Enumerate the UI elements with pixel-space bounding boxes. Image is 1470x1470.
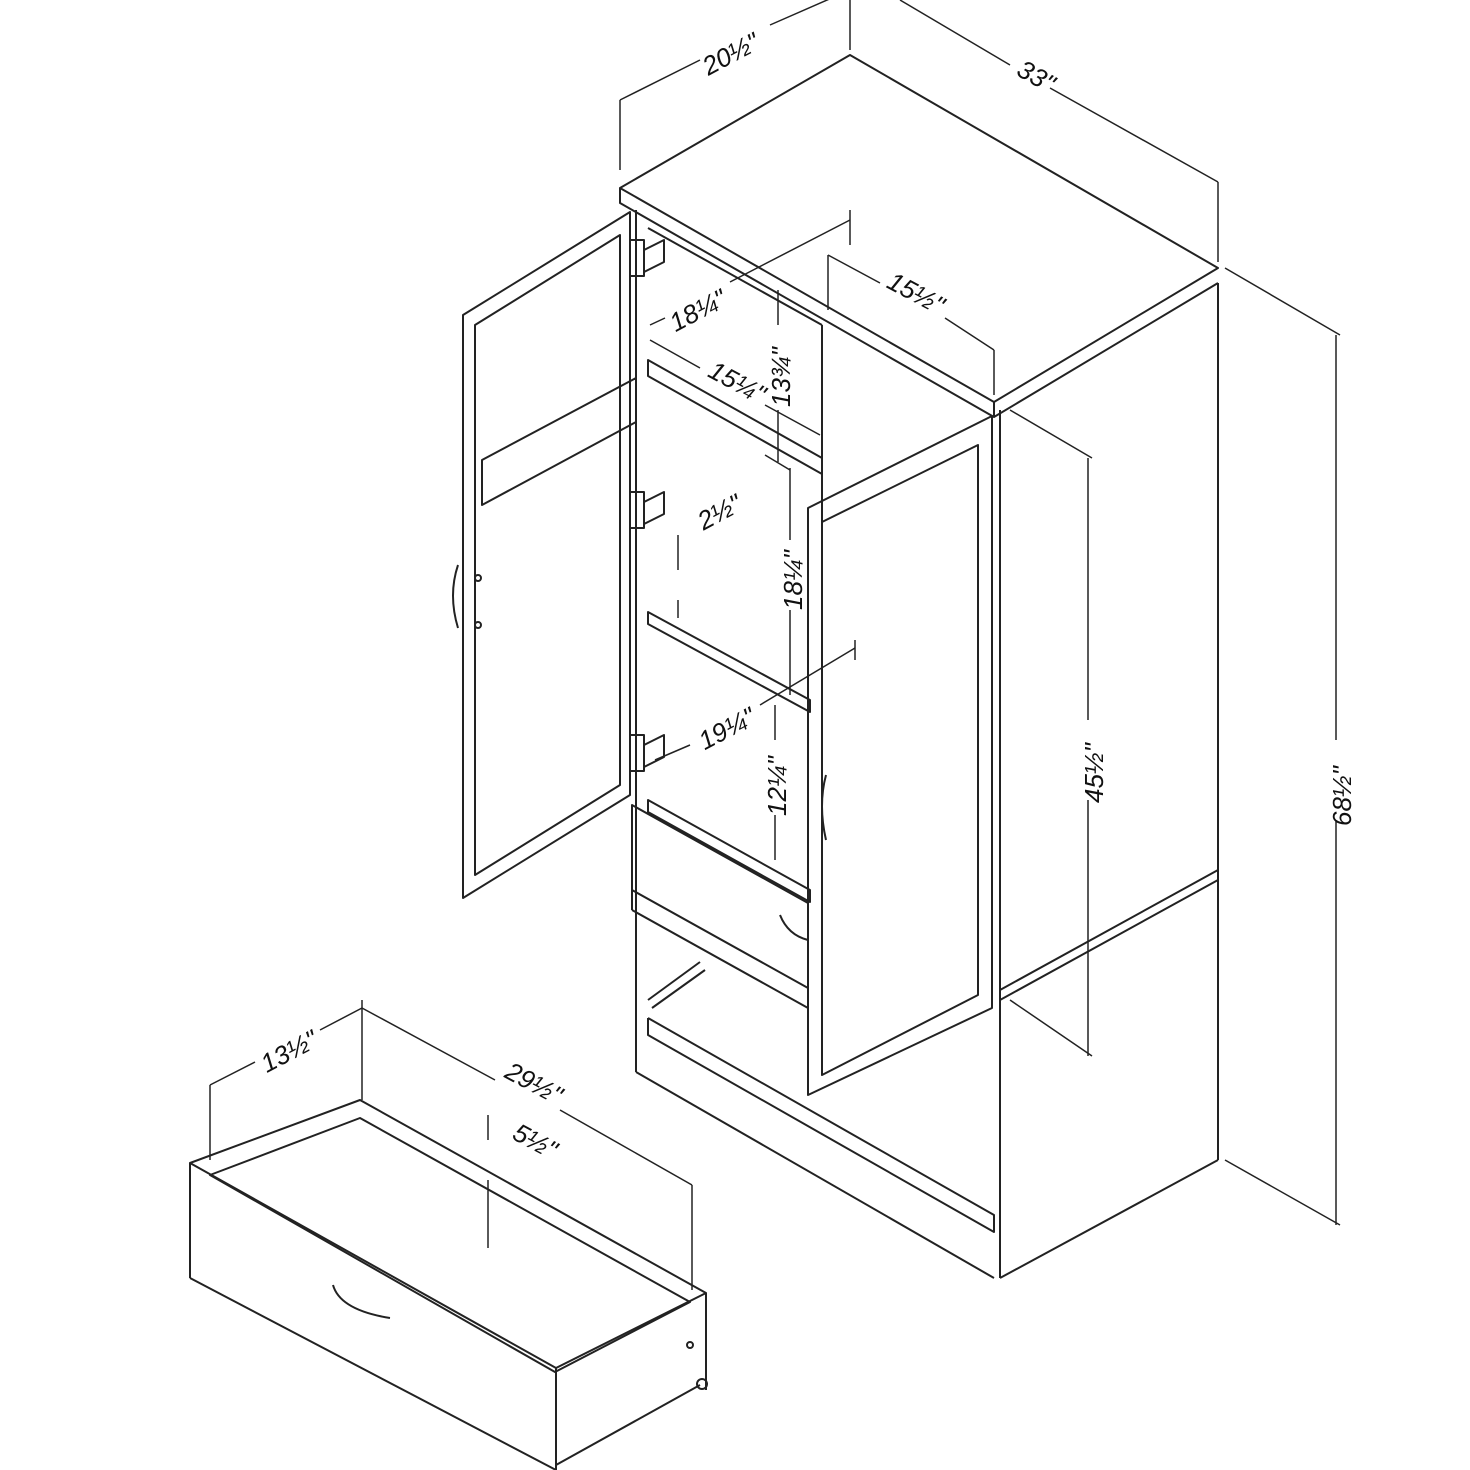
top-shelf-depth-label: 18¼" — [664, 282, 732, 337]
hinge-top-icon — [629, 239, 665, 277]
door-height-label: 45½" — [1079, 741, 1109, 803]
drawer-depth-label: 13½" — [256, 1023, 324, 1078]
top-shelf-width-label: 15¼" — [704, 355, 772, 410]
hinge-middle-icon — [629, 491, 665, 529]
left-door — [452, 211, 637, 899]
right-door-handle-icon — [821, 774, 827, 841]
drawer — [189, 1099, 708, 1470]
cabinet-width-label: 33" — [1012, 54, 1062, 100]
lower-shelf-depth-label: 19¼" — [693, 700, 761, 755]
shelf-top — [647, 359, 823, 475]
middle-compartment-height-label: 18¼" — [778, 548, 808, 610]
cabinet-depth-label: 20½" — [696, 26, 765, 82]
cabinet-body — [619, 54, 1219, 1279]
cabinet-drawer — [631, 804, 809, 1009]
right-interior-width-label: 15½" — [882, 266, 950, 321]
top-compartment-height-label: 13¾" — [766, 345, 796, 407]
shelf-lower — [647, 799, 811, 903]
right-door — [807, 415, 993, 1096]
lower-compartment-height-label: 12¼" — [762, 754, 792, 816]
drawer-handle-icon — [332, 1284, 391, 1319]
shelf-middle — [647, 611, 811, 713]
shelf-gap-label: 2½" — [691, 487, 748, 536]
hinge-bottom-icon — [629, 734, 665, 772]
drawer-width-label: 29½" — [500, 1055, 569, 1111]
drawer-height-label: 5½" — [508, 1117, 564, 1166]
cabinet-height-label: 68½" — [1327, 764, 1357, 826]
